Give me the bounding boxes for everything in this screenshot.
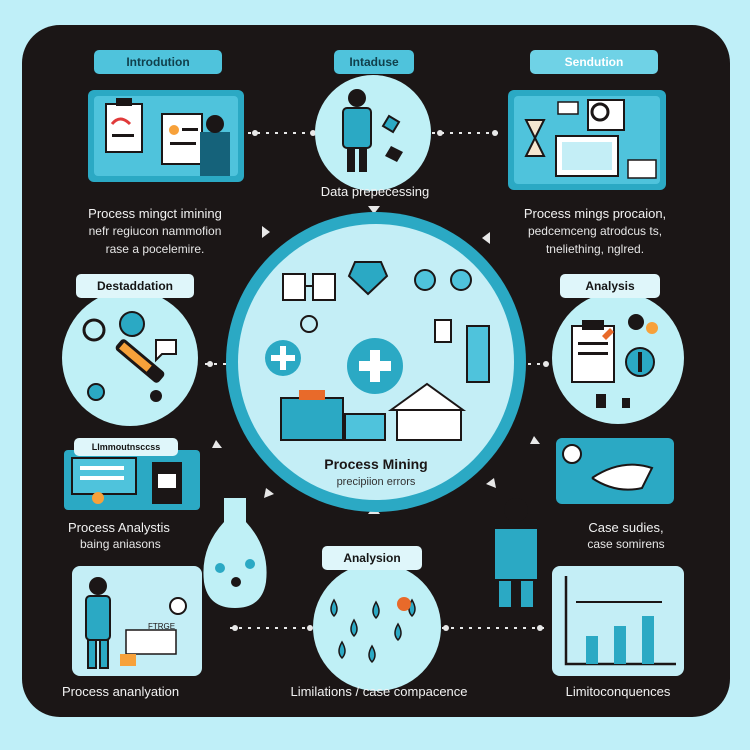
label-introduction: Introdution — [94, 50, 222, 74]
caption-right-top-1: Process mings procaion, — [523, 206, 667, 221]
label-ftrage: FTRGE — [148, 622, 176, 631]
report-clipboard-icon — [571, 314, 658, 408]
label-analysion: Analysion — [322, 546, 422, 570]
center-title: Process Mining — [324, 456, 428, 472]
bottom-circle — [313, 563, 441, 691]
label-intaduse: Intaduse — [334, 50, 414, 74]
label-analysis: Analysis — [560, 274, 660, 298]
caption-case-sudies: Case sudies, — [588, 520, 664, 535]
monitor-card-icon — [64, 450, 200, 510]
caption-left-top-2: nefr regiucon nammofion — [88, 224, 222, 238]
caption-data-preprocessing: Data prepecessing — [320, 184, 430, 199]
caption-right-top-3: tneliething, nglred. — [545, 242, 645, 256]
top-circle — [315, 75, 431, 191]
label-limitations-tag: Llmmoutnsccss — [74, 438, 178, 456]
caption-baing-aniasons: baing aniasons — [80, 537, 161, 551]
caption-process-analystis: Process Analystis — [68, 520, 170, 535]
physician-icon — [493, 498, 539, 609]
hand-scanner-icon — [556, 438, 674, 504]
drops-icon — [330, 597, 416, 664]
flask-icon — [203, 498, 267, 608]
caption-process-ananlyation: Process ananlyation — [62, 684, 180, 699]
label-destadation: Destaddation — [76, 274, 194, 298]
person-chart-icon — [72, 566, 202, 676]
caption-limitoconquences: Limitoconquences — [565, 684, 671, 699]
label-sendution: Sendution — [530, 50, 658, 74]
caption-case-somirens: case somirens — [587, 537, 665, 551]
hospital-scene-icon — [265, 261, 490, 441]
caption-left-top-1: Process mingct imining — [88, 206, 222, 221]
bar-chart-card-icon — [552, 566, 684, 676]
syringe-tools-icon — [82, 311, 177, 402]
computer-desk-icon — [508, 90, 666, 190]
caption-left-top-3: rase a pocelemire. — [105, 242, 205, 256]
center-subtitle: precipiion errors — [336, 476, 416, 488]
doctor-icon — [342, 89, 403, 172]
caption-limilations: Limilations / case compacence — [290, 684, 468, 699]
caption-right-top-2: pedcemceng atrodcus ts, — [527, 224, 663, 238]
clipboard-card-icon — [88, 90, 244, 182]
